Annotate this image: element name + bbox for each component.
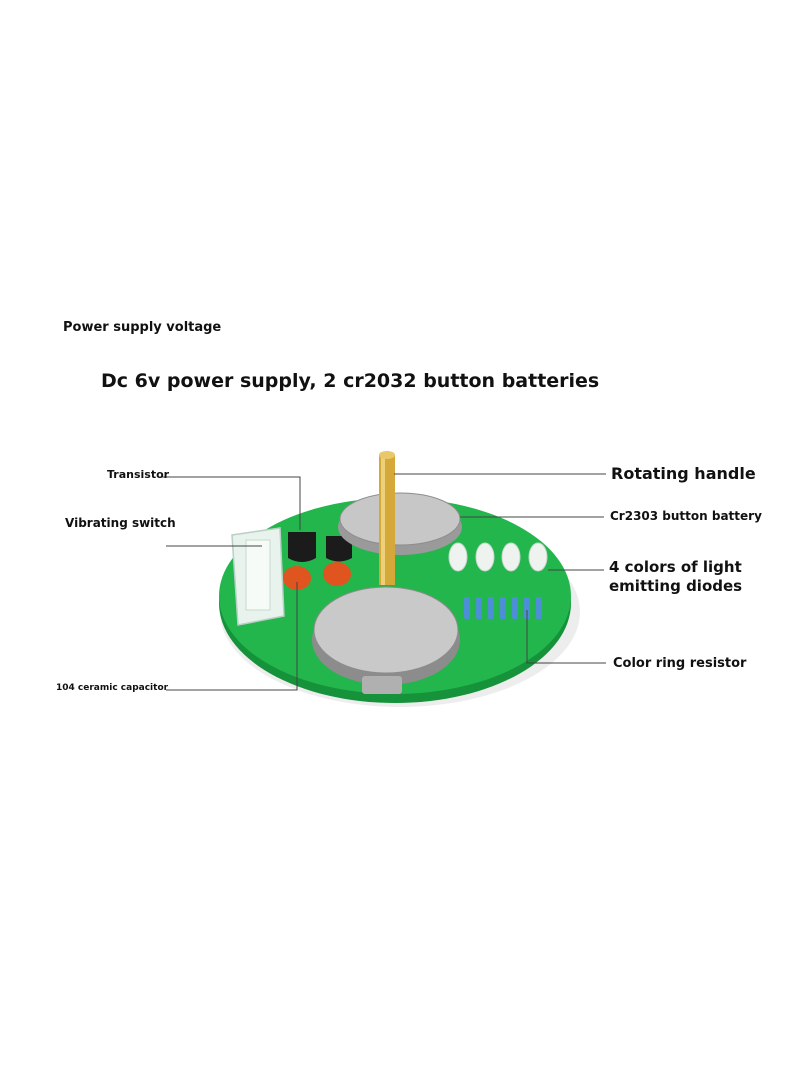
resistor-label: Color ring resistor <box>613 656 747 671</box>
transistor-label: Transistor <box>107 468 170 481</box>
rear-button-battery <box>338 492 462 555</box>
transistor-component <box>288 532 352 562</box>
resistor-leader-line <box>526 610 606 664</box>
leds-label: 4 colors of light emitting diodes <box>609 558 743 595</box>
capacitor-leader-line <box>166 582 298 691</box>
rotating-handle-rod <box>379 451 395 585</box>
ceramic-capacitor-label: 104 ceramic capacitor <box>56 683 169 693</box>
transistor-leader-line <box>162 476 301 530</box>
vibrating-switch-component <box>231 527 285 626</box>
ceramic-capacitor-component <box>283 562 351 590</box>
rotating-handle-label: Rotating handle <box>611 464 756 483</box>
resistor-row <box>464 597 542 619</box>
subtitle: Power supply voltage <box>63 320 222 335</box>
front-button-battery <box>312 586 460 694</box>
vibrating-switch-label: Vibrating switch <box>65 516 176 530</box>
led-row <box>448 542 548 572</box>
button-battery-label: Cr2303 button battery <box>610 509 762 523</box>
headline: Dc 6v power supply, 2 cr2032 button batt… <box>101 370 600 392</box>
